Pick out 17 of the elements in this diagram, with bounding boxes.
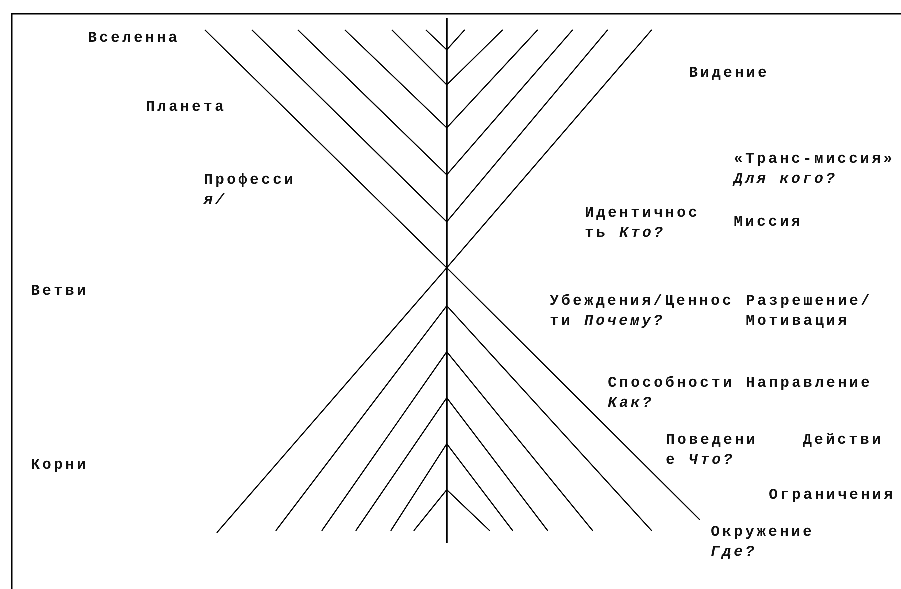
level-label: Ограничения [769,486,897,506]
region-label: Вселенна [88,29,182,49]
level-label: Действи [803,431,885,451]
level-label: Миссия [734,213,804,233]
level-label: Идентичнос ть Кто? [585,204,702,244]
level-label: «Транс-миссия» Для кого? [734,150,896,190]
level-label: Разрешение/ Мотивация [746,292,874,332]
level-label: Убеждения/Ценнос ти Почему? [550,292,736,332]
level-label: Направление [746,374,874,394]
region-label: Ветви [31,282,90,302]
level-label: Поведени е Что? [666,431,760,471]
level-label: Окружение Где? [711,523,816,563]
region-label: Професси я/ [204,171,298,211]
region-label: Планета [146,98,228,118]
region-label: Корни [31,456,90,476]
level-label: Видение [689,64,771,84]
level-label: Способности Как? [608,374,736,414]
